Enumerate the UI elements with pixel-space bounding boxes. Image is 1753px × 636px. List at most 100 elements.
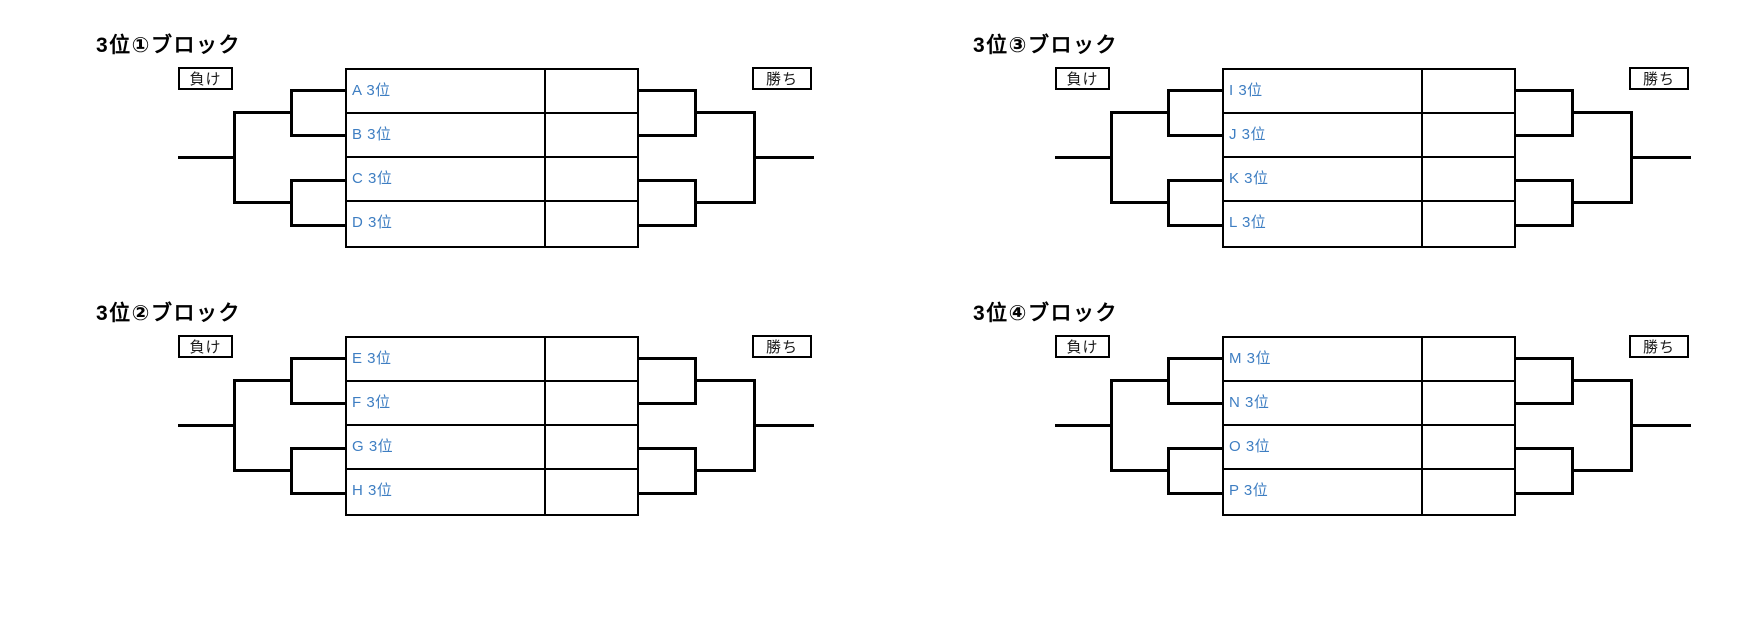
entry-name: L 3位 bbox=[1229, 214, 1267, 231]
winner-bracket-line bbox=[637, 134, 697, 137]
table-divider bbox=[544, 70, 546, 246]
loser-bracket-line bbox=[1110, 379, 1170, 382]
winner-final-line bbox=[1630, 156, 1691, 159]
table-divider bbox=[1421, 70, 1423, 246]
winner-bracket-line bbox=[637, 447, 697, 450]
entry-name: K 3位 bbox=[1229, 170, 1269, 187]
table-divider bbox=[544, 338, 546, 514]
entry-name: O 3位 bbox=[1229, 438, 1271, 455]
table-divider bbox=[1421, 338, 1423, 514]
loser-final-line bbox=[1055, 424, 1113, 427]
loser-bracket-line bbox=[1167, 89, 1224, 92]
bracket-block-3: 3位③ブロック 負け 勝ち I 3位 J 3位 K 3位 L 3位 bbox=[957, 20, 1717, 265]
lose-label-box: 負け bbox=[1055, 335, 1110, 358]
entry-name: F 3位 bbox=[352, 394, 391, 411]
table-row: I 3位 bbox=[1224, 70, 1514, 114]
bracket-table: M 3位 N 3位 O 3位 P 3位 bbox=[1222, 336, 1516, 516]
winner-bracket-line bbox=[637, 224, 697, 227]
loser-bracket-line bbox=[290, 357, 347, 360]
loser-bracket-line bbox=[233, 379, 293, 382]
winner-bracket-line bbox=[637, 89, 697, 92]
score-cell bbox=[546, 158, 637, 200]
table-row: N 3位 bbox=[1224, 382, 1514, 426]
score-cell bbox=[546, 382, 637, 424]
loser-bracket-line bbox=[1167, 179, 1224, 182]
score-cell bbox=[546, 470, 637, 514]
loser-bracket-line bbox=[290, 492, 347, 495]
table-row: H 3位 bbox=[347, 470, 637, 514]
lose-label-box: 負け bbox=[178, 67, 233, 90]
winner-bracket-line bbox=[694, 379, 756, 382]
loser-final-line bbox=[1055, 156, 1113, 159]
bracket-table: E 3位 F 3位 G 3位 H 3位 bbox=[345, 336, 639, 516]
entry-name: E 3位 bbox=[352, 350, 392, 367]
winner-bracket-line bbox=[637, 492, 697, 495]
winner-bracket-line bbox=[1571, 201, 1633, 204]
loser-final-line bbox=[178, 424, 236, 427]
entry-name: N 3位 bbox=[1229, 394, 1270, 411]
loser-bracket-line bbox=[1110, 201, 1170, 204]
winner-bracket-line bbox=[637, 402, 697, 405]
score-cell bbox=[546, 426, 637, 468]
score-cell bbox=[1423, 426, 1514, 468]
win-label-box: 勝ち bbox=[1629, 67, 1689, 90]
winner-bracket-line bbox=[694, 111, 756, 114]
loser-bracket-line bbox=[1167, 492, 1224, 495]
winner-bracket-line bbox=[1514, 89, 1574, 92]
winner-bracket-line bbox=[637, 357, 697, 360]
score-cell bbox=[1423, 158, 1514, 200]
score-cell bbox=[1423, 70, 1514, 112]
score-cell bbox=[546, 202, 637, 246]
loser-bracket-line bbox=[233, 469, 293, 472]
score-cell bbox=[546, 70, 637, 112]
entry-name: H 3位 bbox=[352, 482, 393, 499]
winner-bracket-line bbox=[1514, 179, 1574, 182]
loser-bracket-line bbox=[290, 134, 347, 137]
entry-name: D 3位 bbox=[352, 214, 393, 231]
score-cell bbox=[546, 114, 637, 156]
winner-bracket-line bbox=[1514, 134, 1574, 137]
table-row: O 3位 bbox=[1224, 426, 1514, 470]
winner-bracket-line bbox=[1514, 447, 1574, 450]
table-row: G 3位 bbox=[347, 426, 637, 470]
block-title: 3位③ブロック bbox=[973, 34, 1118, 57]
loser-bracket-line bbox=[1167, 134, 1224, 137]
block-title: 3位④ブロック bbox=[973, 302, 1118, 325]
loser-bracket-line bbox=[1167, 402, 1224, 405]
loser-bracket-line bbox=[290, 402, 347, 405]
winner-bracket-line bbox=[1571, 469, 1633, 472]
loser-bracket-line bbox=[290, 179, 347, 182]
table-row: F 3位 bbox=[347, 382, 637, 426]
score-cell bbox=[1423, 114, 1514, 156]
winner-bracket-line bbox=[1514, 402, 1574, 405]
winner-final-line bbox=[1630, 424, 1691, 427]
block-title: 3位①ブロック bbox=[96, 34, 241, 57]
bracket-block-2: 3位②ブロック 負け 勝ち E 3位 F 3位 G 3位 H 3位 bbox=[80, 288, 840, 533]
loser-bracket-line bbox=[1110, 111, 1170, 114]
entry-name: A 3位 bbox=[352, 82, 391, 99]
loser-final-line bbox=[178, 156, 236, 159]
score-cell bbox=[1423, 470, 1514, 514]
entry-name: M 3位 bbox=[1229, 350, 1272, 367]
entry-name: G 3位 bbox=[352, 438, 394, 455]
table-row: E 3位 bbox=[347, 338, 637, 382]
winner-bracket-line bbox=[694, 469, 756, 472]
table-row: M 3位 bbox=[1224, 338, 1514, 382]
score-cell bbox=[1423, 202, 1514, 246]
entry-name: C 3位 bbox=[352, 170, 393, 187]
loser-bracket-line bbox=[233, 201, 293, 204]
table-row: D 3位 bbox=[347, 202, 637, 246]
bracket-table: A 3位 B 3位 C 3位 D 3位 bbox=[345, 68, 639, 248]
winner-bracket-line bbox=[694, 201, 756, 204]
score-cell bbox=[1423, 382, 1514, 424]
loser-bracket-line bbox=[290, 224, 347, 227]
table-row: P 3位 bbox=[1224, 470, 1514, 514]
loser-bracket-line bbox=[1110, 469, 1170, 472]
winner-bracket-line bbox=[1514, 224, 1574, 227]
winner-bracket-line bbox=[1514, 357, 1574, 360]
loser-bracket-line bbox=[1167, 357, 1224, 360]
bracket-block-1: 3位①ブロック 負け 勝ち A 3位 B 3位 C 3位 D 3位 bbox=[80, 20, 840, 265]
bracket-block-4: 3位④ブロック 負け 勝ち M 3位 N 3位 O 3位 P 3位 bbox=[957, 288, 1717, 533]
table-row: A 3位 bbox=[347, 70, 637, 114]
